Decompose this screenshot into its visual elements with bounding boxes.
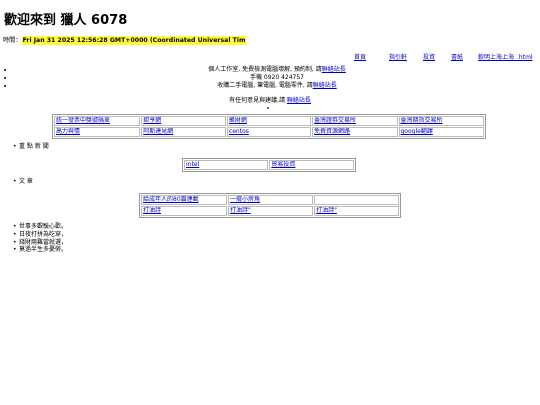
sayings-list: 世事多觀驗心歡。 日夜打拼為吃穿， 錢財兩難當就選， 莫過半生多憂勞。: [13, 223, 67, 254]
news-table: intel 貿易投資: [182, 158, 356, 172]
time-bar: 時間：Fri Jan 31 2025 12:56:28 GMT+0000 (Co…: [3, 35, 247, 45]
link-taifex[interactable]: 臺灣期貨交易所: [400, 117, 443, 124]
promo-list: 個人工作室, 免費檢測電腦壞解, 預約制, 請聯絡站長 手機 0920 4247…: [0, 66, 540, 90]
promo-item: 手機 0920 424757: [14, 74, 540, 82]
table-row: 高力與情 阿斯達見網 centos 免費資源網路 google翻譯: [54, 127, 484, 137]
article-link[interactable]: 給成年人的80篇連載: [143, 196, 199, 203]
table-row: 統一發票中獎號碼單 鉅亨網 聚財網 臺灣證券交易所 臺灣期貨交易所: [54, 116, 484, 126]
links-table: 統一發票中獎號碼單 鉅亨網 聚財網 臺灣證券交易所 臺灣期貨交易所 高力與情 阿…: [52, 114, 486, 139]
page-title: 歡迎來到 獵人 6078: [4, 13, 128, 28]
link-free-resources[interactable]: 免費資源網路: [314, 128, 351, 135]
article-link[interactable]: 打油詩": [230, 207, 251, 214]
table-row: 給成年人的80篇連載 一擺小房角: [141, 195, 399, 205]
feedback-line: 有任何意見與建議,請 聯絡站長: [0, 97, 540, 105]
separator-dot: [267, 107, 269, 109]
nav-link-shanghai[interactable]: 軟明上海上海_.html: [478, 54, 533, 61]
saying-item: 世事多觀驗心歡。: [13, 223, 67, 231]
news-section: 重 點 新 聞: [13, 143, 49, 151]
contact-link[interactable]: 聯絡站長: [312, 82, 337, 89]
article-link[interactable]: 打油詩": [316, 207, 337, 214]
link-weather[interactable]: 高力與情: [56, 128, 81, 135]
link-google-translate[interactable]: google翻譯: [400, 128, 433, 135]
saying-item: 莫過半生多憂勞。: [13, 246, 67, 254]
link-centos[interactable]: centos: [228, 128, 249, 135]
link-cnyes[interactable]: 鉅亨網: [143, 117, 162, 124]
news-link-trade[interactable]: 貿易投資: [271, 161, 296, 168]
time-label: 時間：: [3, 37, 22, 44]
nav-link-home[interactable]: 首頁: [354, 54, 367, 61]
promo-text: 手機 0920 424757: [250, 74, 304, 81]
nav-link-invest[interactable]: 投資: [423, 54, 436, 61]
top-nav: 首頁 指引軒 投資 書紙 軟明上海上海_.html: [0, 52, 540, 62]
feedback-text: 有任何意見與建議,請: [229, 97, 287, 104]
saying-item: 日夜打拼為吃穿，: [13, 231, 67, 239]
article-table: 給成年人的80篇連載 一擺小房角 打油詩 打油詩" 打油詩": [139, 193, 401, 218]
news-link-intel[interactable]: intel: [186, 161, 200, 168]
table-row: intel 貿易投資: [184, 160, 354, 170]
article-link[interactable]: 打油詩: [143, 207, 162, 214]
contact-link[interactable]: 聯絡站長: [321, 66, 346, 73]
table-row: 打油詩 打油詩" 打油詩": [141, 206, 399, 216]
link-invoice-lottery[interactable]: 統一發票中獎號碼單: [56, 117, 111, 124]
saying-item: 錢財兩難當就選，: [13, 239, 67, 247]
article-section: 文 章: [13, 178, 33, 186]
contact-link[interactable]: 聯絡站長: [286, 97, 311, 104]
empty-cell: [314, 195, 399, 205]
time-value: Fri Jan 31 2025 12:56:28 GMT+0000 (Coord…: [21, 36, 247, 45]
promo-item: 收購二手電腦, 筆電腦, 電腦零件, 請聯絡站長: [14, 82, 540, 90]
promo-text: 收購二手電腦, 筆電腦, 電腦零件, 請: [217, 82, 313, 89]
news-heading: 重 點 新 聞: [13, 143, 49, 151]
article-heading: 文 章: [13, 178, 33, 186]
link-wearn[interactable]: 聚財網: [228, 117, 247, 124]
nav-link-guide[interactable]: 指引軒: [389, 54, 408, 61]
link-twse[interactable]: 臺灣證券交易所: [314, 117, 357, 124]
nav-link-paper[interactable]: 書紙: [451, 54, 464, 61]
link-asda[interactable]: 阿斯達見網: [143, 128, 174, 135]
promo-item: 個人工作室, 免費檢測電腦壞解, 預約制, 請聯絡站長: [14, 66, 540, 74]
promo-text: 個人工作室, 免費檢測電腦壞解, 預約制, 請: [208, 66, 322, 73]
article-link[interactable]: 一擺小房角: [230, 196, 261, 203]
